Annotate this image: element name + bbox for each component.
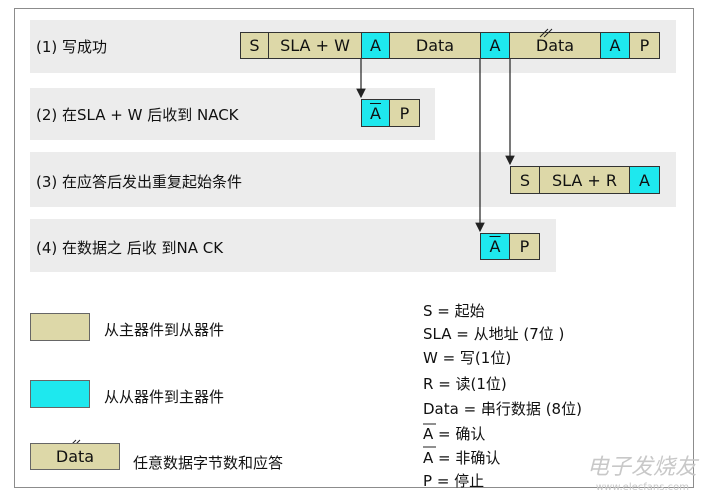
- def-data: Data = 串行数据 (8位): [423, 400, 582, 418]
- row-2-label: (2) 在SLA + W 后收到 NACK: [36, 106, 239, 124]
- legend-data-label: 任意数据字节数和应答: [133, 454, 284, 472]
- row-4-label: (4) 在数据之 后收 到NA CK: [36, 239, 224, 257]
- def-write: W = 写(1位): [423, 349, 512, 367]
- r4-stop: P: [509, 233, 540, 260]
- def-start: S = 起始: [423, 302, 485, 320]
- legend-data-box: Data: [30, 443, 120, 470]
- r1-ack-1: A: [361, 32, 390, 59]
- r1-sla-w: SLA + W: [268, 32, 362, 59]
- legend-master-swatch: [30, 313, 90, 341]
- r3-start: S: [510, 166, 540, 194]
- def-nack: A = 非确认: [423, 449, 501, 467]
- row-1-label: (1) 写成功: [36, 38, 108, 56]
- def-stop: P = 停止: [423, 472, 485, 490]
- r3-ack: A: [629, 166, 660, 194]
- legend-master-label: 从主器件到从器件: [104, 321, 225, 339]
- r2-stop: P: [389, 99, 420, 127]
- def-ack: A = 确认: [423, 425, 486, 443]
- row-4-band: [30, 219, 556, 272]
- legend-slave-label: 从从器件到主器件: [104, 388, 225, 406]
- r1-ack-3: A: [600, 32, 630, 59]
- watermark-logo: 电子发烧友: [586, 455, 697, 480]
- r1-start: S: [240, 32, 269, 59]
- legend-slave-swatch: [30, 380, 90, 408]
- def-sla: SLA = 从地址 (7位 ): [423, 325, 565, 343]
- r1-data-2: Data: [509, 32, 601, 59]
- r1-stop: P: [629, 32, 660, 59]
- def-read: R = 读(1位): [423, 375, 507, 393]
- watermark-url: www.elecfans.com: [595, 482, 689, 493]
- data-break-mark: [539, 28, 553, 38]
- row-3-label: (3) 在应答后发出重复起始条件: [36, 173, 243, 191]
- r3-sla-r: SLA + R: [539, 166, 630, 194]
- diagram-frame: [14, 8, 694, 488]
- r4-nack: A: [480, 233, 510, 260]
